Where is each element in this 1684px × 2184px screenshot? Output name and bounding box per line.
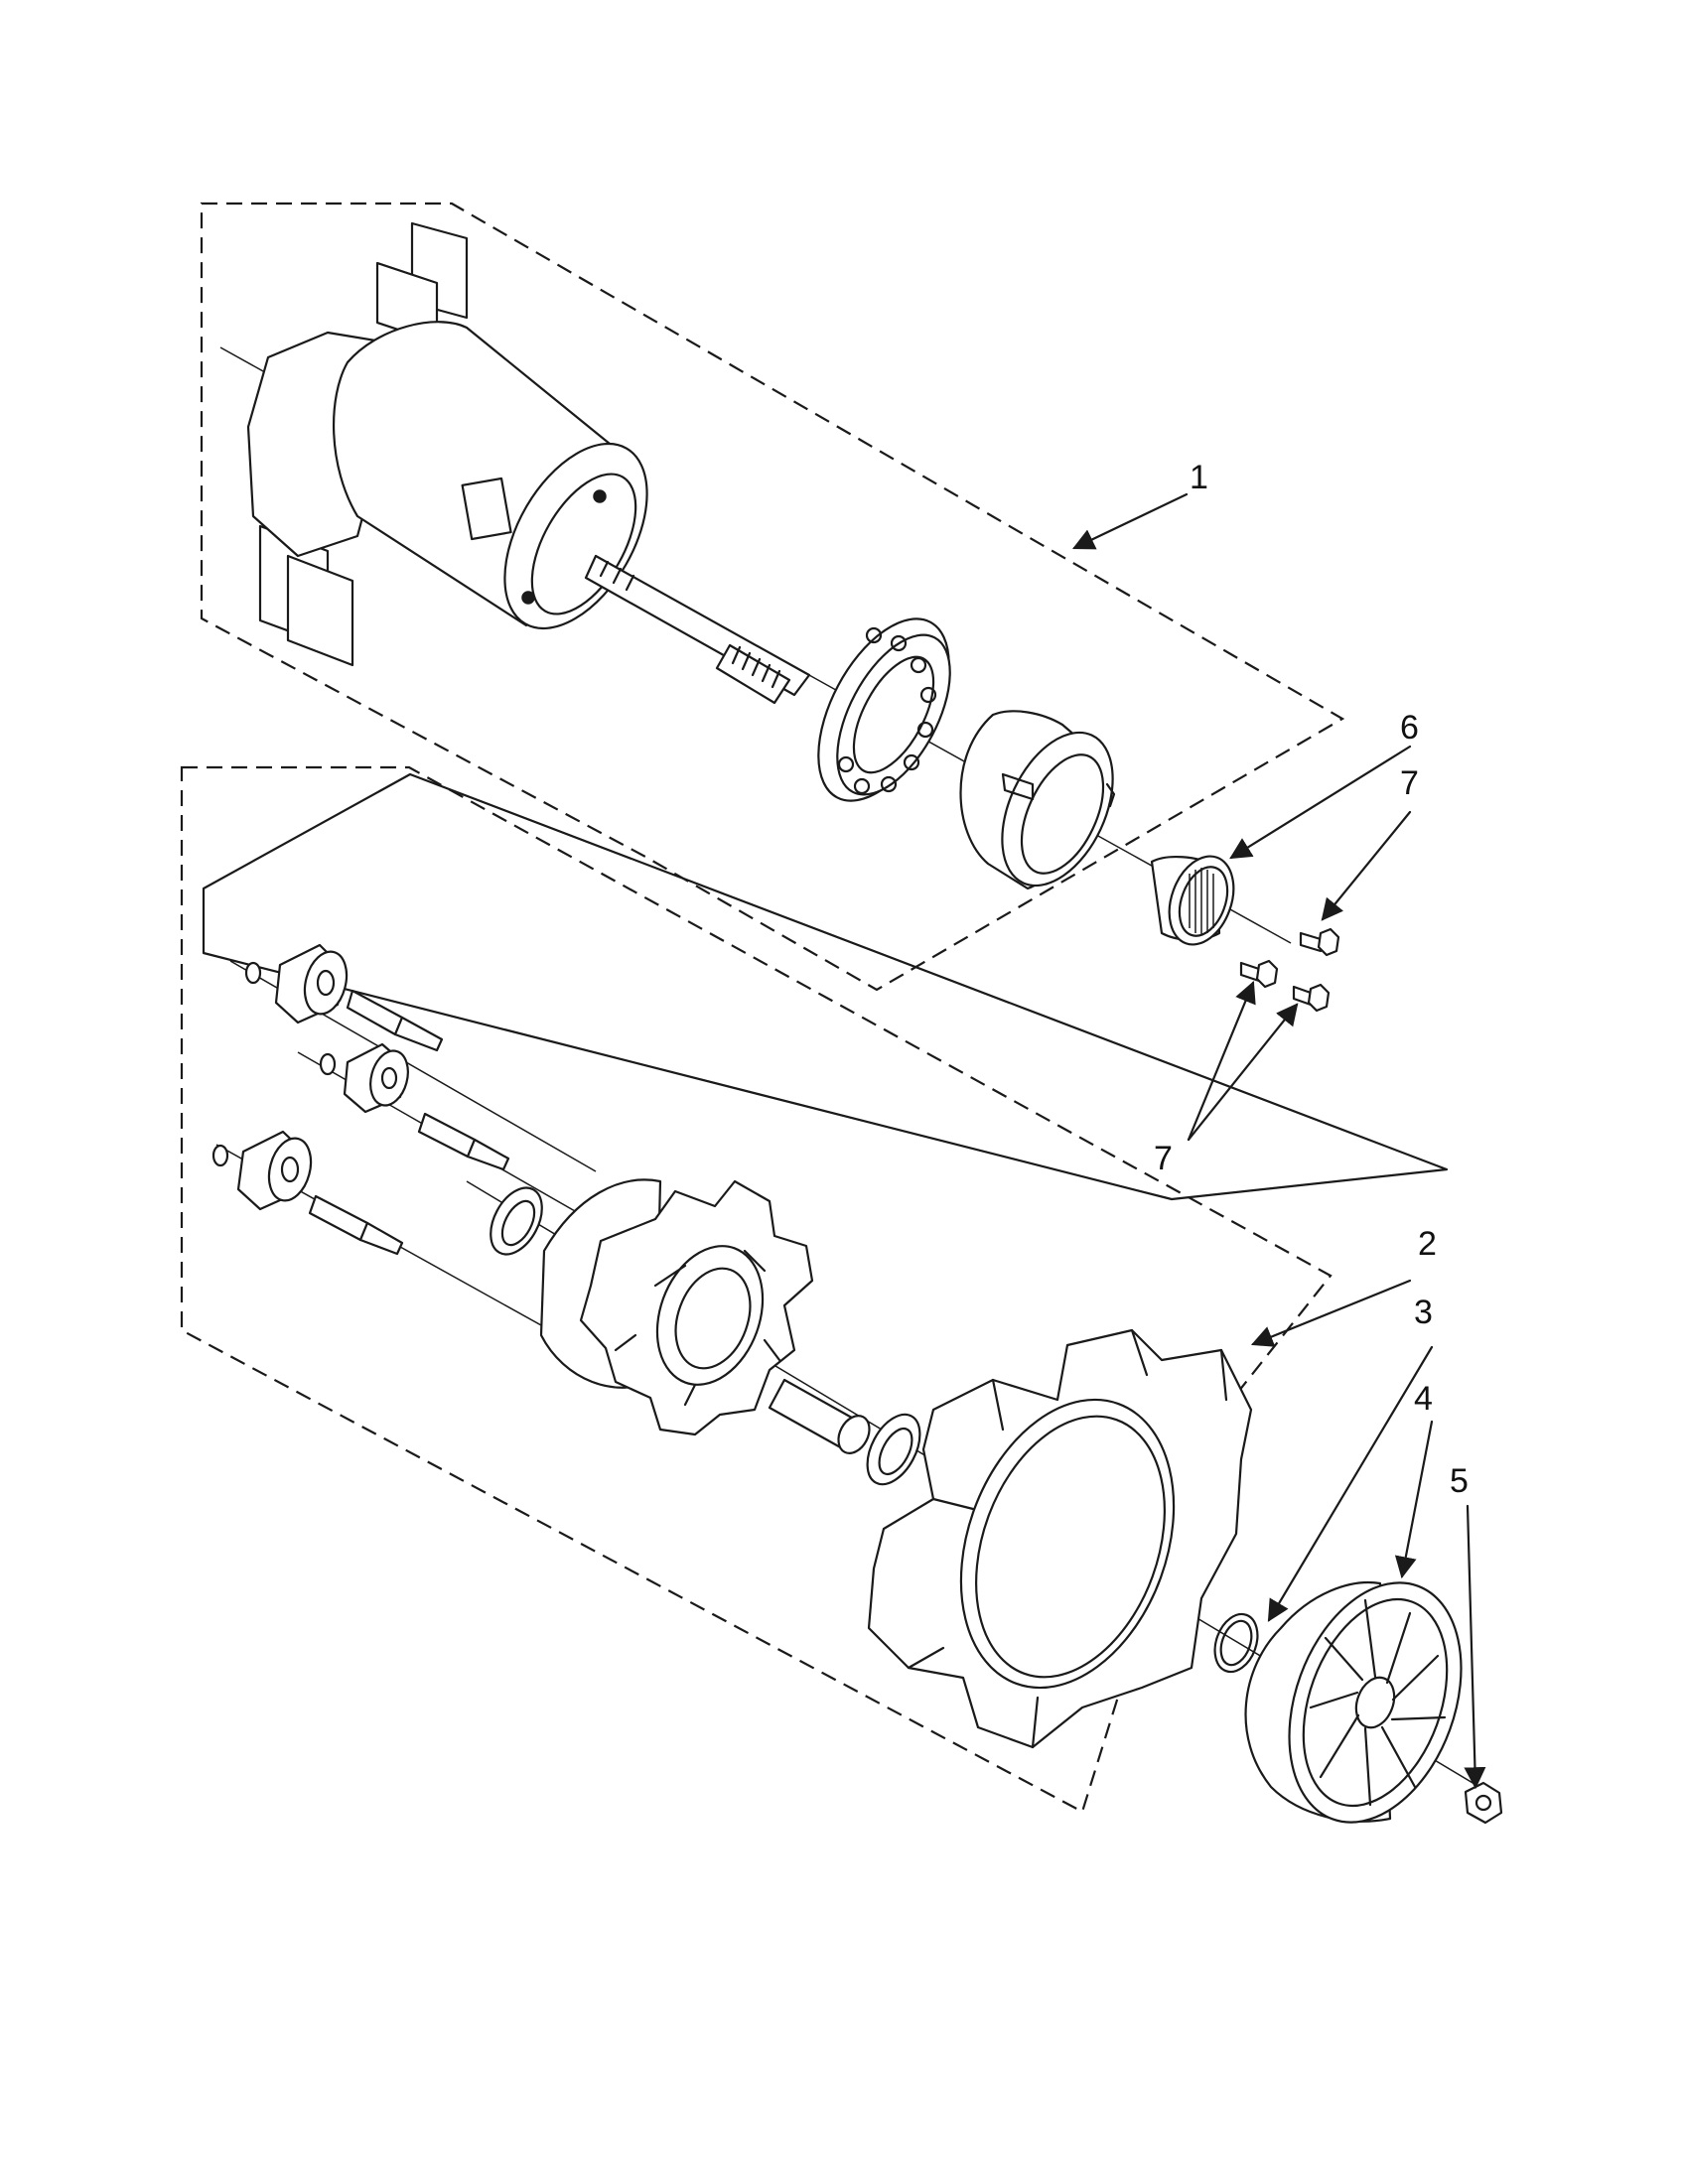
planet-gear-icon [274, 943, 349, 1024]
planet-gear-icon [236, 1130, 313, 1211]
callout-label-3: 3 [1414, 1294, 1433, 1331]
callout-1-leader [1072, 492, 1189, 550]
screw-icon [1239, 959, 1279, 989]
o-ring-icon [1213, 1612, 1259, 1674]
retaining-clip-icon [211, 961, 337, 1167]
inner-assembly-boundary [202, 772, 1449, 1201]
bearing-housing-icon [959, 710, 1116, 890]
bearing-icon [817, 617, 951, 802]
screw-icon [1299, 927, 1340, 957]
seal-ring-icon [490, 1186, 543, 1256]
ring-gear-housing-icon [867, 1328, 1253, 1749]
callout-5-leader [1464, 1504, 1486, 1790]
callout-3-leader [1267, 1345, 1434, 1622]
callout-7b-leader-2 [1187, 1003, 1299, 1142]
planet-carrier-icon [539, 1178, 814, 1436]
needle-bearing-icon [1150, 855, 1235, 946]
callout-label-4: 4 [1414, 1380, 1433, 1418]
callout-2-leader [1250, 1279, 1412, 1347]
callout-6-leader [1229, 745, 1412, 860]
callout-label-2: 2 [1418, 1225, 1437, 1263]
callout-7a-leader [1321, 810, 1412, 921]
assembly-1-boundary [200, 202, 1345, 992]
seal-ring-icon [866, 1413, 921, 1486]
hub-pulley-icon [1244, 1581, 1463, 1824]
motor-icon [246, 221, 811, 705]
hex-nut-icon [1464, 1781, 1503, 1825]
callout-label-6: 6 [1400, 709, 1419, 747]
spacer-sleeve-icon [768, 1378, 871, 1454]
callout-7b-leader-1 [1187, 980, 1256, 1142]
gear-pin-icon [308, 989, 510, 1256]
callout-label-7a: 7 [1400, 764, 1419, 802]
screw-icon [1292, 983, 1331, 1013]
callout-4-leader [1394, 1420, 1434, 1579]
callout-label-7b: 7 [1154, 1140, 1173, 1177]
planet-gear-icon [343, 1042, 409, 1114]
callout-label-5: 5 [1450, 1462, 1469, 1500]
callout-label-1: 1 [1190, 459, 1208, 496]
